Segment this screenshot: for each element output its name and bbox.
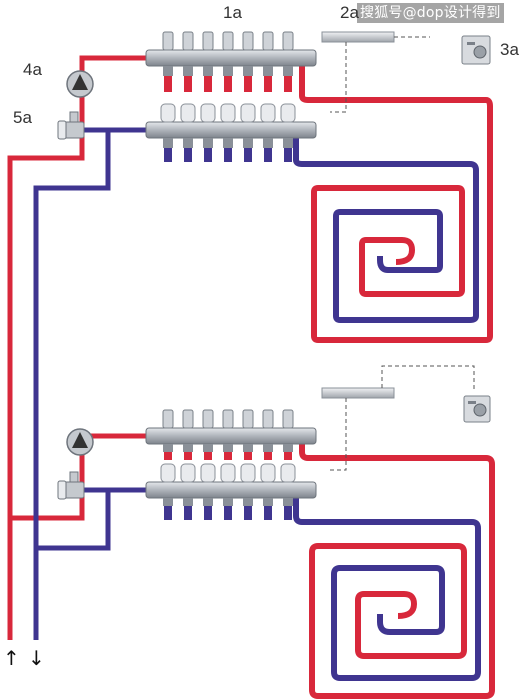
thermostat-icon bbox=[463, 395, 491, 423]
thermostat-icon bbox=[461, 35, 491, 65]
actuator-bar-icon bbox=[321, 365, 475, 471]
actuator-bar-icon bbox=[321, 31, 430, 113]
return-arrow-icon: ↓ bbox=[28, 646, 45, 670]
return-outlets-lower bbox=[163, 498, 293, 520]
lower-manifold bbox=[145, 409, 317, 520]
supply-outlets-lower bbox=[163, 444, 293, 460]
label-mixing-valve-5a: 5a bbox=[13, 108, 32, 127]
valve-heads-upper bbox=[160, 103, 296, 123]
watermark: 搜狐号@dop设计得到 bbox=[357, 3, 504, 23]
return-outlets-upper bbox=[163, 138, 293, 162]
label-pump-4a: 4a bbox=[23, 60, 42, 79]
main-return-riser bbox=[33, 127, 148, 640]
lower-floor-loop bbox=[293, 436, 495, 699]
valve-heads-lower bbox=[160, 463, 296, 483]
flow-meter-row-lower bbox=[162, 409, 294, 429]
label-thermostat-3a: 3a bbox=[500, 40, 519, 59]
mixing-valve-icon bbox=[57, 471, 85, 500]
supply-outlets-upper bbox=[163, 66, 293, 92]
upper-floor-loop bbox=[293, 58, 493, 343]
upper-manifold bbox=[145, 31, 317, 162]
label-manifold-1a: 1a bbox=[223, 3, 242, 22]
main-supply-riser bbox=[7, 55, 148, 640]
supply-arrow-icon: ↑ bbox=[3, 646, 20, 670]
flow-meter-row-upper bbox=[162, 31, 294, 51]
pump-icon bbox=[66, 428, 94, 456]
pump-icon bbox=[66, 70, 94, 98]
mixing-valve-icon bbox=[57, 111, 85, 140]
label-actuator-2a: 2a bbox=[340, 3, 359, 22]
